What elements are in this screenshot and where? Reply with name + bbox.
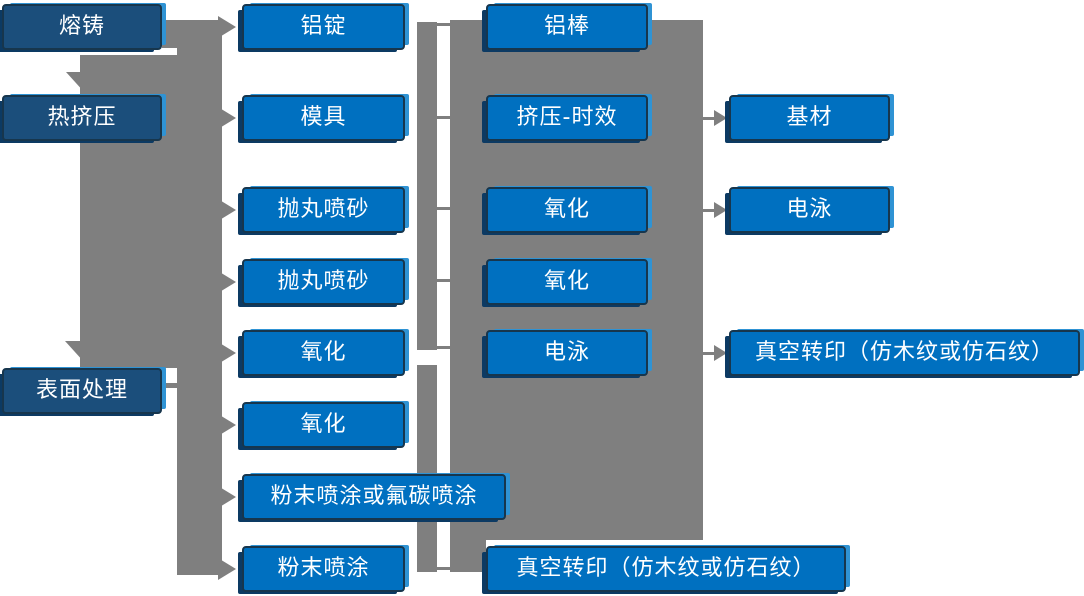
tie-line-row5 xyxy=(437,346,450,349)
node-hot-extrusion: 热挤压 xyxy=(2,95,162,141)
arrow-to-shot-blasting-2 xyxy=(218,271,236,293)
node-aluminum-ingot: 铝锭 xyxy=(242,4,405,50)
left-trunk-band xyxy=(177,20,222,575)
node-surface-treatment: 表面处理 xyxy=(2,368,162,414)
arrow-to-oxidation-c2-2 xyxy=(218,414,236,436)
shaft-to-electrophoresis-c4 xyxy=(703,209,715,212)
tie-line-row4 xyxy=(437,279,450,282)
node-vacuum-transfer-c3: 真空转印（仿木纹或仿石纹） xyxy=(486,546,846,592)
tie-line-row1 xyxy=(437,23,450,26)
node-oxidation-c2-2: 氧化 xyxy=(242,402,405,448)
arrow-to-vacuum-transfer-c4 xyxy=(714,345,727,361)
melting-to-ingot-arm xyxy=(162,20,177,48)
column3-block-tail xyxy=(450,540,486,572)
node-electrophoresis-c4: 电泳 xyxy=(729,187,890,233)
mid-bracket-band-upper xyxy=(417,22,437,350)
node-powder-coating: 粉末喷涂 xyxy=(242,546,405,592)
node-oxidation-c3-2: 氧化 xyxy=(486,259,648,305)
arrow-to-electrophoresis-c4 xyxy=(714,202,727,218)
node-base-material: 基材 xyxy=(729,95,890,141)
arrow-to-mold xyxy=(218,107,236,129)
shaft-to-vacuum-transfer-c4 xyxy=(703,352,715,355)
node-shot-blasting-1: 抛丸喷砂 xyxy=(242,187,405,233)
node-powder-or-fluorocarbon-coating: 粉末喷涂或氟碳喷涂 xyxy=(242,474,506,520)
node-oxidation-c2-1: 氧化 xyxy=(242,330,405,376)
node-mold: 模具 xyxy=(242,95,405,141)
arrow-down-to-surface-treatment xyxy=(65,341,103,362)
arrow-to-base-material xyxy=(714,110,727,126)
arrow-to-oxidation-c2-1 xyxy=(218,342,236,364)
surface-treatment-stub xyxy=(162,383,177,388)
node-melting-casting: 熔铸 xyxy=(2,4,162,50)
node-oxidation-c3-1: 氧化 xyxy=(486,187,648,233)
tie-line-row2 xyxy=(437,116,450,119)
shaft-to-base-material xyxy=(703,117,715,120)
arrow-to-aluminum-ingot xyxy=(218,16,236,38)
arrow-to-powder-or-fluorocarbon xyxy=(218,486,236,508)
node-extrusion-aging: 挤压-时效 xyxy=(486,95,648,141)
arrow-to-shot-blasting-1 xyxy=(218,199,236,221)
node-shot-blasting-2: 抛丸喷砂 xyxy=(242,259,405,305)
arrow-down-to-hot-extrusion xyxy=(66,72,104,93)
mid-bracket-band-lower xyxy=(417,365,437,572)
node-aluminum-rod: 铝棒 xyxy=(486,4,648,50)
arrow-to-powder-coating xyxy=(218,558,236,580)
node-vacuum-transfer-c4: 真空转印（仿木纹或仿石纹） xyxy=(729,330,1080,376)
node-electrophoresis-c3: 电泳 xyxy=(486,330,648,376)
tie-line-row3 xyxy=(437,207,450,210)
